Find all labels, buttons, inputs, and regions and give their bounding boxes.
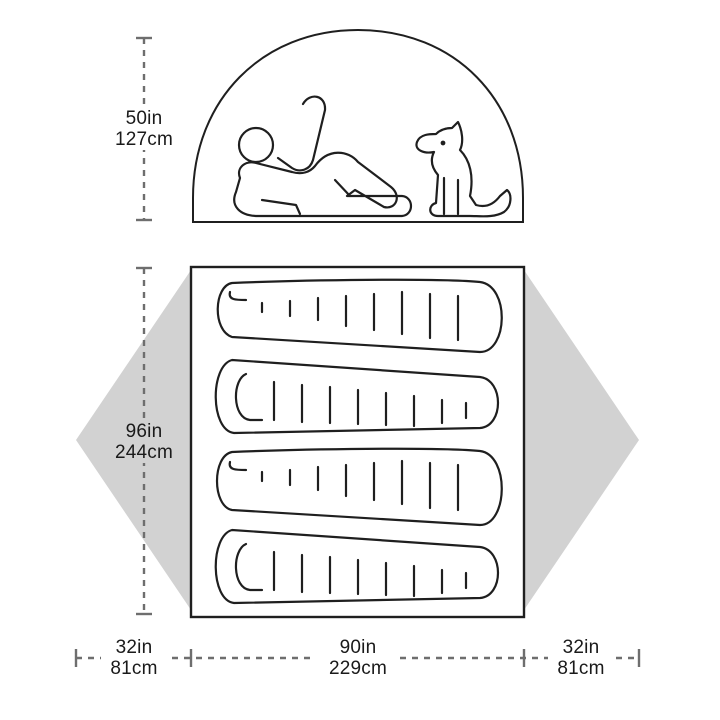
tent-floor-outline — [189, 265, 526, 619]
floor-width-imperial: 90in — [339, 637, 377, 658]
vestibule-right-label: 32in 81cm — [548, 637, 614, 679]
vestibule-right-metric: 81cm — [557, 658, 605, 679]
vestibule-left-imperial: 32in — [115, 637, 153, 658]
sleeping-bag-icon — [214, 528, 500, 605]
sleeping-bag-icon — [216, 278, 503, 354]
tent-side-view — [136, 28, 524, 223]
floor-width-label: 90in 229cm — [316, 637, 400, 679]
peak-height-metric: 127cm — [114, 129, 174, 150]
peak-height-label: 50in 127cm — [106, 108, 182, 150]
vestibule-right — [524, 270, 639, 610]
vestibule-left-label: 32in 81cm — [101, 637, 167, 679]
floor-length-label: 96in 244cm — [104, 421, 184, 463]
floor-width-metric: 229cm — [328, 658, 388, 679]
vestibule-left-metric: 81cm — [110, 658, 158, 679]
sleeping-bag-icon — [215, 447, 503, 527]
floor-length-metric: 244cm — [114, 442, 174, 463]
sitting-dog-icon — [415, 120, 512, 218]
reclining-person-icon — [233, 95, 413, 218]
peak-height-imperial: 50in — [125, 108, 163, 129]
sleeping-bag-icon — [214, 358, 500, 435]
tent-dome-outline — [192, 28, 524, 223]
floor-length-imperial: 96in — [125, 421, 163, 442]
vestibule-right-imperial: 32in — [562, 637, 600, 658]
